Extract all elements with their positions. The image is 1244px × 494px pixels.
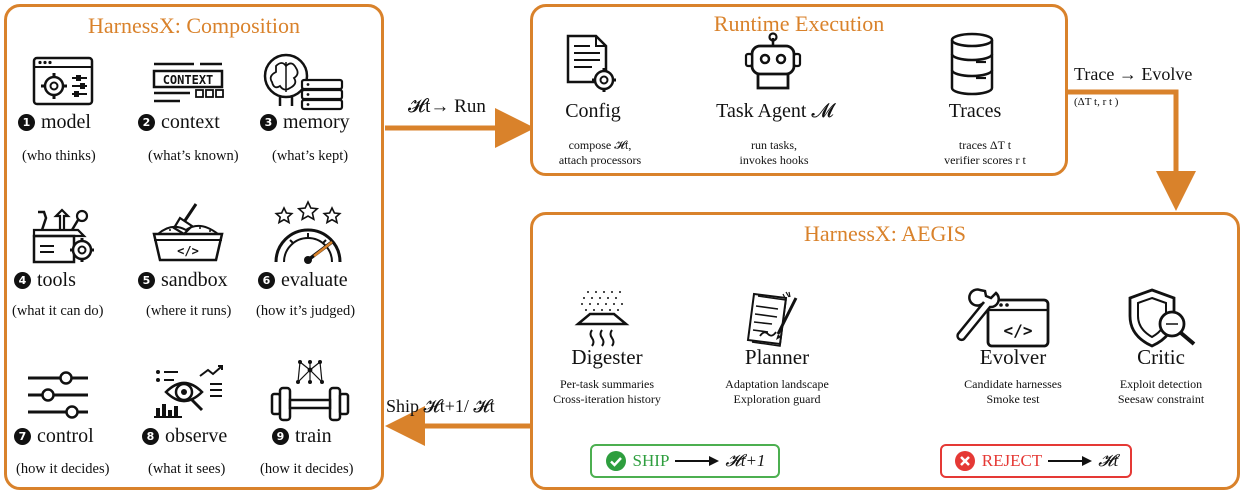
ship-target: 𝓗t+1 [725, 451, 766, 470]
runtime-title: Runtime Execution [713, 11, 885, 36]
toolbox-icon [32, 208, 94, 264]
sliders-icon [28, 371, 88, 419]
x-circle-icon [954, 451, 975, 471]
aegis-title: HarnessX: AEGIS [804, 221, 966, 246]
dumbbell-network-icon [270, 360, 350, 422]
database-icon [950, 32, 994, 96]
reject-label: REJECT [981, 451, 1043, 470]
edge-label-ship-back: Ship 𝓗t+1/ 𝓗t [386, 396, 495, 416]
composition-desc-2: (what’s known) [148, 148, 239, 164]
reject-arrow [1048, 456, 1093, 466]
runtime-node-agent: Task Agent 𝓜 [716, 100, 834, 122]
filter-icon [574, 291, 630, 347]
composition-desc-7: (how it decides) [16, 461, 110, 477]
ship-arrow [675, 456, 720, 466]
eye-magnifier-icon [154, 365, 223, 418]
context-icon: CONTEXT [152, 62, 224, 103]
composition-desc-3: (what’s kept) [272, 148, 349, 164]
edge-label-trace-evolve-sub: (ΔT t, r t ) [1074, 96, 1119, 108]
runtime-panel: Runtime Execution [530, 4, 1068, 176]
aegis-agent-evolver: Evolver [979, 345, 1047, 369]
planner-icon [746, 291, 798, 347]
svg-text:</>: </> [177, 244, 199, 258]
aegis-panel: HarnessX: AEGIS [530, 212, 1240, 490]
edge-label-run: 𝓗t→ Run [408, 96, 486, 117]
robot-icon [744, 32, 802, 90]
check-circle-icon [605, 451, 626, 471]
runtime-node-traces: Traces [948, 100, 1002, 122]
config-document-icon [566, 34, 616, 92]
edge-label-trace-evolve: Trace → Evolve [1074, 64, 1193, 84]
ship-badge: SHIP 𝓗t+1 [590, 444, 780, 478]
runtime-node-config: Config [565, 100, 621, 122]
svg-text:</>: </> [1004, 321, 1033, 340]
runtime-desc-config: compose 𝓗t,attach processors [558, 138, 642, 167]
ship-label: SHIP [632, 451, 670, 470]
composition-desc-9: (how it decides) [260, 461, 354, 477]
reject-target: 𝓗t [1098, 451, 1119, 470]
composition-desc-6: (how it’s judged) [256, 303, 356, 319]
arrow-trace-evolve [1068, 89, 1196, 211]
svg-text:CONTEXT: CONTEXT [163, 73, 214, 87]
gauge-stars-icon [274, 200, 342, 264]
sandbox-icon: </> [152, 203, 224, 262]
brain-database-icon [263, 53, 344, 111]
aegis-agent-critic: Critic [1137, 345, 1185, 369]
composition-desc-5: (where it runs) [146, 303, 232, 319]
composition-desc-4: (what it can do) [12, 303, 104, 319]
gear-panel-icon [32, 56, 94, 106]
composition-desc-1: (who thinks) [22, 148, 96, 164]
aegis-agent-planner: Planner [744, 345, 810, 369]
composition-desc-8: (what it sees) [148, 461, 226, 477]
aegis-agent-digester: Digester [571, 345, 643, 369]
composition-title: HarnessX: Composition [87, 13, 301, 38]
reject-badge: REJECT 𝓗t [940, 444, 1132, 478]
code-wrench-icon: </> [956, 288, 1050, 348]
shield-magnifier-icon [1128, 288, 1196, 348]
runtime-desc-agent: run tasks,invokes hooks [739, 138, 809, 167]
